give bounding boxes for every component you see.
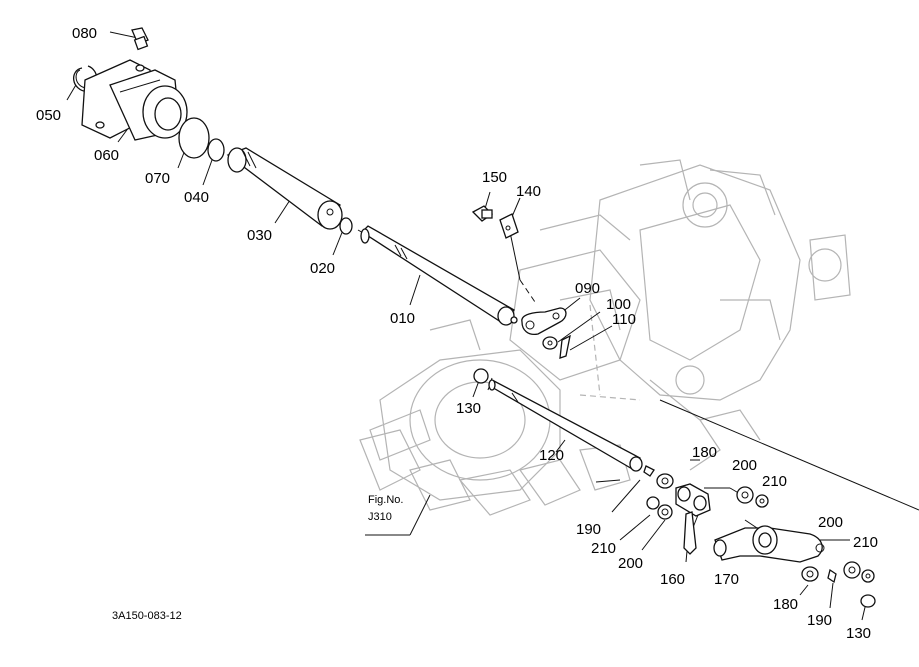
label-110: 110: [612, 311, 636, 328]
part-040-o-ring: [207, 138, 225, 162]
part-020-o-ring: [339, 217, 353, 235]
part-110-pin: [559, 334, 571, 359]
drawing-code: 3A150-083-12: [112, 610, 182, 622]
part-070-o-ring: [178, 117, 210, 159]
label-100: 100: [606, 296, 631, 313]
label-210-right: 210: [853, 534, 878, 551]
label-040: 040: [184, 189, 209, 206]
label-020: 020: [310, 260, 335, 277]
label-200-upper: 200: [732, 457, 757, 474]
label-180-lower: 180: [773, 596, 798, 613]
part-090-lever: [521, 307, 567, 336]
label-050: 050: [36, 107, 61, 124]
label-070: 070: [145, 170, 170, 187]
label-210-upper: 210: [762, 473, 787, 490]
part-150-bolt: [471, 205, 494, 222]
label-060: 060: [94, 147, 119, 164]
label-190-lower: 190: [807, 612, 832, 629]
label-200-left: 200: [618, 555, 643, 572]
label-130-lower: 130: [846, 625, 871, 642]
label-150: 150: [482, 169, 507, 186]
label-010: 010: [390, 310, 415, 327]
label-210-left: 210: [591, 540, 616, 557]
background-housing: [359, 159, 851, 516]
label-200-right: 200: [818, 514, 843, 531]
part-140-plate: [499, 213, 519, 239]
part-120-shaft: [488, 379, 643, 472]
lower-lever-assembly: [643, 465, 876, 608]
label-090: 090: [575, 280, 600, 297]
part-010-shaft: [360, 225, 518, 326]
part-060-housing: [81, 59, 188, 141]
part-100-washer: [542, 336, 558, 350]
label-130-upper: 130: [456, 400, 481, 417]
part-130-snap-ring-upper: [473, 368, 489, 384]
figure-ref-line2: J310: [368, 511, 392, 523]
part-labels: 080 050 060 070 040 030 020 010 150 140 …: [36, 25, 878, 642]
label-180-upper: 180: [692, 444, 717, 461]
label-190-left: 190: [576, 521, 601, 538]
part-080-grease-fitting: [131, 27, 149, 51]
label-030: 030: [247, 227, 272, 244]
part-030-sleeve: [226, 147, 343, 230]
label-080: 080: [72, 25, 97, 42]
figure-ref-line1: Fig.No.: [368, 494, 403, 506]
label-160: 160: [660, 571, 685, 588]
label-120: 120: [539, 447, 564, 464]
label-140: 140: [516, 183, 541, 200]
label-170: 170: [714, 571, 739, 588]
